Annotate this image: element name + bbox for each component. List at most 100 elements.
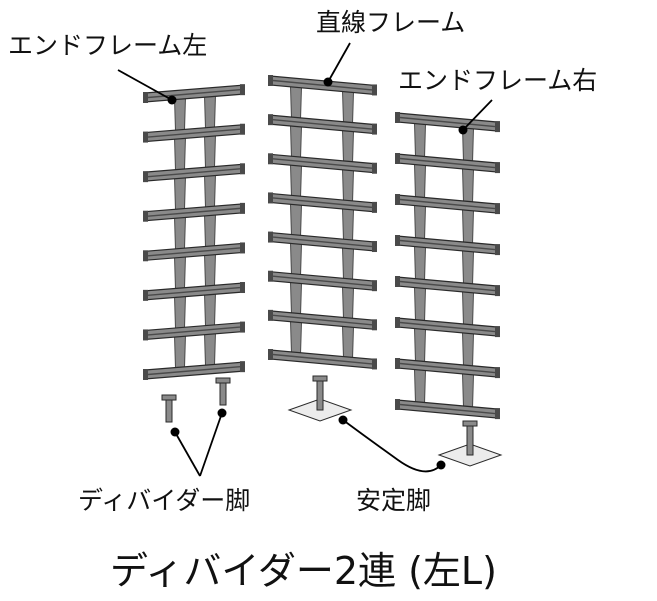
frame-rail-endcap <box>143 329 148 341</box>
label-straight-frame: 直線フレーム <box>316 8 466 37</box>
divider-leg-top <box>215 377 231 384</box>
stabilizer-legs-illustration <box>287 375 503 467</box>
frame-rail-endcap <box>395 112 400 123</box>
frame-post <box>341 90 355 125</box>
frame-rail-groove <box>147 168 241 178</box>
frame-post <box>341 247 355 282</box>
frame-post <box>413 245 427 282</box>
divider-legs-illustration <box>161 377 231 423</box>
frame-post <box>173 136 187 171</box>
leader-dot <box>170 427 180 437</box>
leader-dot <box>338 415 348 425</box>
leader-line <box>462 99 493 131</box>
frame-rail-endcap <box>372 358 377 370</box>
frame-rail-endcap <box>395 235 400 246</box>
stabilizer-post-top <box>462 420 478 427</box>
frame-rail-endcap <box>495 244 500 256</box>
frame-rail-groove <box>272 275 373 287</box>
frame-post <box>413 286 427 323</box>
diagram-caption: ディバイダー2連 (左L) <box>110 549 497 593</box>
frame-rail-endcap <box>240 321 245 333</box>
frame-rail-endcap <box>495 203 500 215</box>
frame-post <box>461 208 475 245</box>
frame-rail-endcap <box>495 285 500 297</box>
frame-rail-groove <box>147 128 241 138</box>
frame-post <box>341 286 355 321</box>
frame-rail-endcap <box>372 241 377 253</box>
frame-rail-endcap <box>395 317 400 328</box>
frame-post <box>173 175 187 211</box>
frame-rail-endcap <box>395 276 400 287</box>
label-stabilizer-legs: 安定脚 <box>356 486 432 515</box>
leader-dot <box>323 77 333 87</box>
frame-post <box>461 290 475 327</box>
frame-rail-groove <box>399 239 496 251</box>
frame-post <box>289 320 303 355</box>
frame-rail-groove <box>272 353 373 365</box>
frame-post <box>173 215 187 251</box>
frame-rail-groove <box>272 79 373 91</box>
frame-rail-endcap <box>240 282 245 294</box>
leader-lines <box>117 42 493 477</box>
frame-rail-endcap <box>495 121 500 133</box>
frame-post <box>289 242 303 277</box>
frame-rail-endcap <box>143 171 148 183</box>
end-frame-right-illustration <box>395 112 500 420</box>
frame-rail-groove <box>272 314 373 326</box>
frame-rail-endcap <box>268 192 273 204</box>
frame-post <box>413 368 427 405</box>
frame-rail-groove <box>399 157 496 169</box>
stabilizer-post <box>316 379 324 411</box>
leader-line <box>327 42 351 83</box>
frame-rail-endcap <box>268 270 273 282</box>
frame-post <box>203 252 217 288</box>
label-divider-legs: ディバイダー脚 <box>78 486 251 515</box>
frame-post <box>413 122 427 159</box>
frame-post <box>461 331 475 368</box>
frame-post <box>203 94 217 129</box>
stabilizer-post <box>466 424 474 456</box>
frame-rail-endcap <box>268 114 273 126</box>
label-end-frame-right: エンドフレーム右 <box>398 66 598 95</box>
frame-rail-groove <box>147 365 241 376</box>
frame-rail-endcap <box>372 84 377 96</box>
leader-dot <box>436 460 446 470</box>
frame-post <box>289 281 303 316</box>
frame-rail-groove <box>147 326 241 336</box>
frame-rail-groove <box>399 321 496 333</box>
divider-leg-stem <box>219 382 227 406</box>
frame-post <box>461 167 475 204</box>
frame-post <box>173 96 187 132</box>
frame-rail-groove <box>272 118 373 130</box>
frame-rail-endcap <box>372 123 377 135</box>
frame-rail-groove <box>147 286 241 297</box>
frame-rail-endcap <box>268 309 273 321</box>
frame-post <box>173 334 187 369</box>
frame-rail-groove <box>147 247 241 257</box>
frame-rail-endcap <box>268 231 273 243</box>
frame-rail-endcap <box>372 162 377 174</box>
frame-rail-endcap <box>372 280 377 292</box>
end-frame-left-illustration <box>143 84 245 380</box>
frame-rail-endcap <box>240 202 245 214</box>
frame-post <box>289 203 303 238</box>
frame-rail-endcap <box>240 84 245 96</box>
frame-rail-endcap <box>143 250 148 262</box>
frame-post <box>461 372 475 409</box>
frame-rail-endcap <box>240 361 245 373</box>
frame-post <box>289 164 303 199</box>
frame-post <box>203 331 217 367</box>
leader-line <box>117 69 173 101</box>
divider-leg-stem <box>165 399 173 423</box>
frame-rail-endcap <box>268 75 273 86</box>
frame-rail-groove <box>272 236 373 248</box>
frame-post <box>203 133 217 169</box>
frame-rail-endcap <box>143 289 148 301</box>
frame-post <box>413 327 427 364</box>
frame-rail-groove <box>399 280 496 292</box>
frame-rail-endcap <box>240 242 245 254</box>
frame-rail-groove <box>272 158 373 169</box>
frame-rail-endcap <box>495 367 500 379</box>
